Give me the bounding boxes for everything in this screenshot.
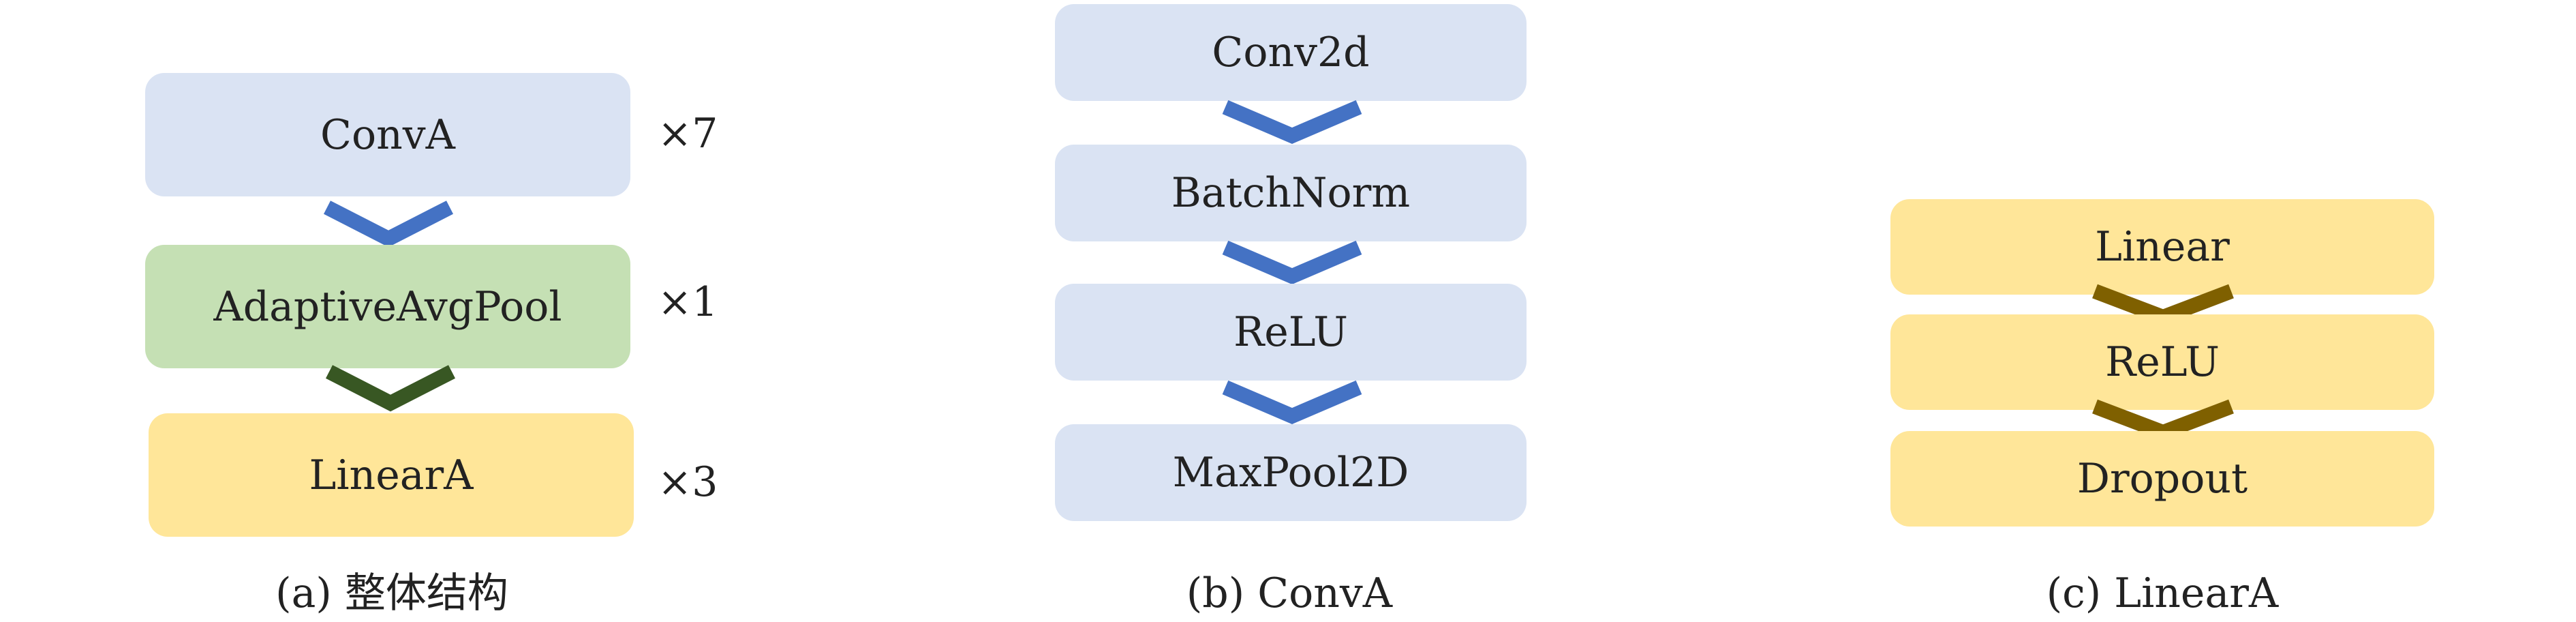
maxpool2d-block-label: MaxPool2D (1172, 449, 1409, 497)
conva-block: ConvA (145, 73, 630, 196)
chevron-down-icon (323, 201, 454, 248)
chevron-down-icon (1222, 100, 1362, 144)
batchnorm-block-label: BatchNorm (1171, 169, 1411, 217)
chevron-down-icon (325, 365, 456, 412)
relu-block: ReLU (1055, 284, 1527, 381)
chevron-down-icon (1222, 240, 1362, 284)
adaptive-avg-pool-block-label: AdaptiveAvgPool (213, 282, 562, 331)
relu-block: ReLU (1890, 314, 2434, 410)
lineara-multiplier: ×3 (658, 458, 718, 506)
batchnorm-block: BatchNorm (1055, 145, 1527, 241)
panel-b-caption: (b) ConvA (1186, 569, 1393, 617)
adaptive-avg-pool-multiplier: ×1 (658, 278, 718, 326)
panel-a-caption: (a) 整体结构 (275, 569, 508, 617)
panel-c-caption: (c) LinearA (2046, 569, 2279, 617)
adaptive-avg-pool-block: AdaptiveAvgPool (145, 245, 630, 368)
conv2d-block: Conv2d (1055, 4, 1527, 101)
dropout-block: Dropout (1890, 431, 2434, 527)
conva-block-label: ConvA (320, 110, 455, 159)
lineara-block: LinearA (149, 413, 634, 537)
maxpool2d-block: MaxPool2D (1055, 424, 1527, 521)
relu-block-label: ReLU (2105, 338, 2220, 386)
relu-block-label: ReLU (1233, 308, 1348, 356)
linear-block-label: Linear (2095, 223, 2230, 271)
conva-multiplier: ×7 (658, 110, 718, 158)
lineara-block-label: LinearA (309, 451, 474, 499)
dropout-block-label: Dropout (2076, 455, 2248, 503)
chevron-down-icon (1222, 380, 1362, 424)
conv2d-block-label: Conv2d (1212, 29, 1370, 76)
linear-block: Linear (1890, 199, 2434, 295)
